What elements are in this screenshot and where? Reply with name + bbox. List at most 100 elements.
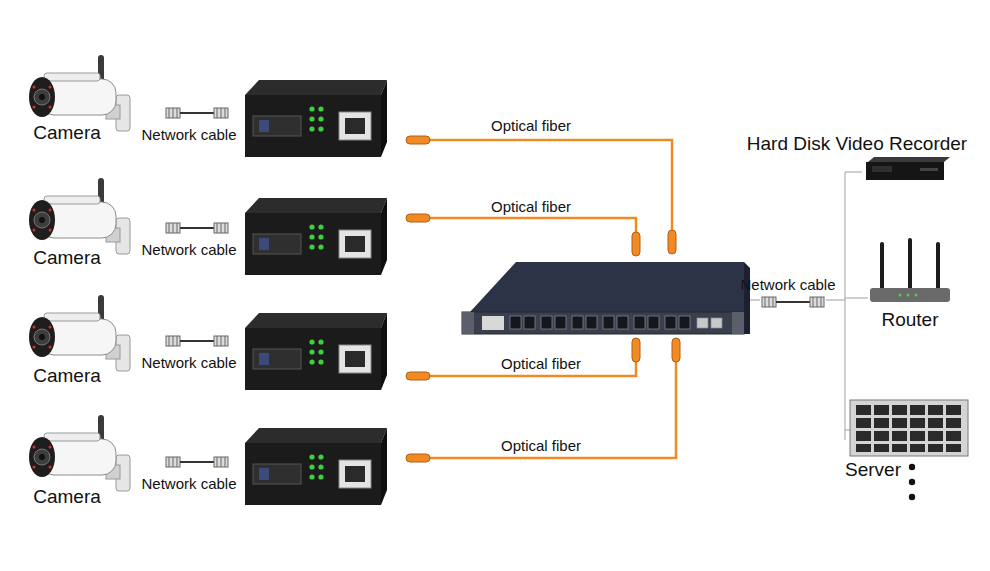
- sfp-port: [603, 316, 614, 329]
- ellipsis-dot: [909, 479, 915, 485]
- recorder-top: [868, 157, 950, 162]
- node-text: Camera: [18, 121, 116, 145]
- router-body: [870, 288, 950, 302]
- sfp-port: [572, 316, 583, 329]
- drive-bay: [856, 444, 871, 452]
- drive-bay: [910, 431, 925, 441]
- bus-line: [750, 299, 760, 300]
- drive-bay: [856, 405, 871, 415]
- camera-label: Camera: [18, 364, 116, 388]
- drive-bay: [910, 418, 925, 428]
- drive-bay: [910, 405, 925, 415]
- recorder-display: [872, 166, 892, 172]
- media-converter: [245, 428, 387, 505]
- router-antenna: [908, 240, 912, 290]
- optical-fiber: [418, 350, 676, 458]
- fiber-plug: [632, 338, 640, 362]
- sfp-port: [555, 316, 566, 329]
- switch-label-plate: [482, 316, 504, 330]
- node-text: Camera: [18, 485, 116, 509]
- camera-label: Camera: [18, 485, 116, 509]
- drive-bay: [892, 444, 907, 452]
- router-icon: [870, 240, 950, 302]
- sfp-port: [679, 316, 690, 329]
- bus-line: [826, 299, 845, 300]
- node-text: Camera: [18, 246, 116, 270]
- cable-label: Network cable: [134, 474, 244, 494]
- router-led: [907, 294, 910, 297]
- camera-icon: [29, 415, 130, 491]
- drive-bay: [892, 418, 907, 428]
- drive-bay: [928, 418, 943, 428]
- bus-line: [845, 297, 868, 298]
- server-chassis: [850, 400, 968, 456]
- drive-bay: [928, 405, 943, 415]
- fiber-plug: [406, 136, 430, 144]
- sfp-port: [510, 316, 521, 329]
- drive-bay: [892, 405, 907, 415]
- ellipsis-dot: [909, 464, 915, 470]
- router-antenna: [880, 244, 884, 290]
- drive-bay: [928, 444, 943, 452]
- device-label: Hard Disk Video Recorder: [728, 132, 986, 156]
- drive-bay: [946, 405, 961, 415]
- switch-top: [470, 262, 744, 312]
- router-antenna: [936, 244, 940, 290]
- sfp-port: [648, 316, 659, 329]
- switch-front: [462, 312, 744, 334]
- node-text: Router: [858, 308, 962, 332]
- drive-bay: [946, 418, 961, 428]
- optical-fiber: [418, 218, 636, 238]
- network-cable-icon: [166, 336, 228, 346]
- drive-bay: [874, 444, 889, 452]
- fiber-plug: [406, 454, 430, 462]
- drive-bay: [946, 431, 961, 441]
- recorder-slot: [920, 168, 938, 171]
- drive-bay: [874, 405, 889, 415]
- recorder-front: [866, 162, 944, 180]
- cable-label: Network cable: [134, 240, 244, 260]
- cable-label: Network cable: [733, 275, 843, 295]
- drive-bay: [856, 431, 871, 441]
- fiber-plug: [406, 214, 430, 222]
- camera-label: Camera: [18, 121, 116, 145]
- camera-icon: [29, 295, 130, 371]
- drive-bay: [874, 431, 889, 441]
- router-led: [899, 294, 902, 297]
- fiber-label: Optical fiber: [488, 354, 594, 374]
- switch-side: [744, 262, 750, 334]
- rj45-port: [697, 318, 708, 328]
- drive-bay: [928, 431, 943, 441]
- fiber-plug: [668, 230, 676, 254]
- sfp-port: [541, 316, 552, 329]
- sfp-port: [634, 316, 645, 329]
- media-converter: [245, 198, 387, 275]
- fiber-plug: [632, 232, 640, 256]
- optical-fiber: [418, 350, 636, 376]
- node-text: Hard Disk Video Recorder: [728, 132, 986, 156]
- sfp-port: [586, 316, 597, 329]
- drive-bay: [946, 444, 961, 452]
- drive-bays: [856, 405, 961, 452]
- device-label: Router: [858, 308, 962, 332]
- server-icon: [850, 400, 968, 456]
- bus-line: [845, 171, 862, 172]
- rack-ear: [732, 312, 744, 334]
- fiber-label: Optical fiber: [488, 436, 594, 456]
- switch-ports: [510, 316, 722, 329]
- bus-line: [845, 429, 850, 430]
- ellipsis-dot: [909, 494, 915, 500]
- fiber-plug: [406, 372, 430, 380]
- drive-bay: [892, 431, 907, 441]
- fiber-switch: [462, 262, 750, 334]
- node-text: Camera: [18, 364, 116, 388]
- sfp-port: [617, 316, 628, 329]
- node-text: Server: [836, 458, 910, 482]
- network-cable-icon: [166, 108, 228, 118]
- sfp-port: [524, 316, 535, 329]
- fiber-label: Optical fiber: [478, 116, 584, 136]
- fiber-plug: [672, 338, 680, 362]
- rj45-port: [711, 318, 722, 328]
- network-cable-icon: [166, 457, 228, 467]
